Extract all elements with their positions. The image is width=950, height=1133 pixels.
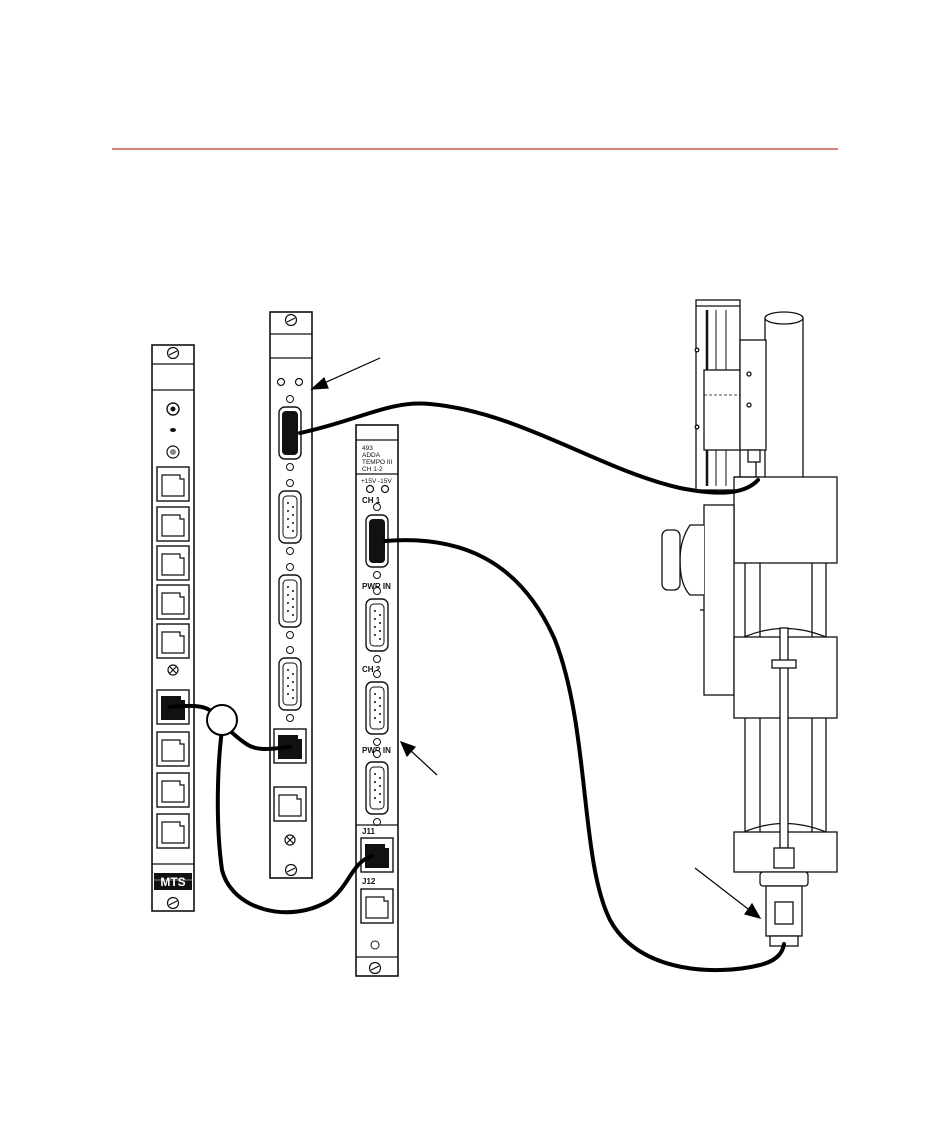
- j12-port: [361, 889, 393, 923]
- panel-id-line: ADDA: [362, 452, 381, 459]
- panel-screw-icon: [371, 941, 379, 949]
- panel-id-line: CH 1-2: [362, 466, 383, 473]
- port-label-j12: J12: [362, 877, 376, 886]
- right-panel: 493 ADDA TEMPO III CH 1-2 +15V -15V CH 1…: [356, 425, 398, 976]
- left-panel: MTS: [152, 345, 194, 911]
- cable-callout-circle: [207, 705, 237, 735]
- indicator-led: [278, 379, 285, 386]
- left-rj-port: [157, 624, 189, 658]
- left-rj-port: [157, 546, 189, 580]
- indicator-led: [367, 486, 374, 493]
- knob-icon: [167, 403, 179, 415]
- middle-rj-port: [274, 787, 306, 821]
- panel-id-line: TEMPO III: [362, 459, 393, 466]
- left-rj-port: [157, 814, 189, 848]
- left-rj-port: [157, 467, 189, 501]
- middle-panel: [270, 312, 312, 878]
- mts-logo: MTS: [154, 873, 192, 890]
- left-rj-port: [157, 773, 189, 807]
- led-label: +15V: [361, 478, 377, 485]
- led-label: -15V: [378, 478, 392, 485]
- left-rj-port: [157, 585, 189, 619]
- indicator-led: [296, 379, 303, 386]
- indicator-led: [382, 486, 389, 493]
- cables: [170, 403, 784, 970]
- panel-screw-icon: [285, 835, 295, 845]
- port-label-j11: J11: [362, 827, 375, 836]
- panel-screw-icon: [168, 665, 178, 675]
- left-rj-port: [157, 507, 189, 541]
- panel-id-line: 493: [362, 445, 373, 452]
- left-rj-port: [157, 732, 189, 766]
- svg-text:MTS: MTS: [160, 875, 185, 889]
- coax-connector-icon: [167, 446, 179, 458]
- actuator-assembly: [662, 300, 837, 946]
- j11-port-connected: [361, 838, 393, 872]
- indicator-led: [170, 428, 176, 432]
